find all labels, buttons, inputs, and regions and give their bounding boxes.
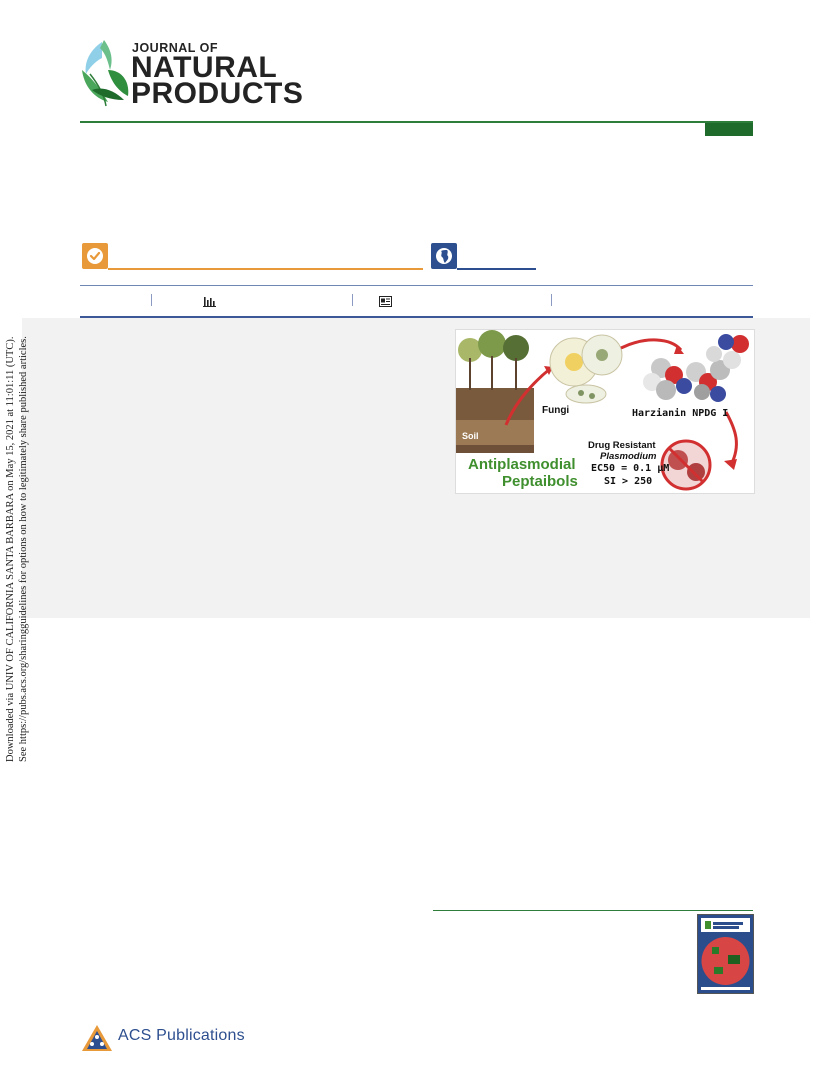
metrics-bar-bottom-rule — [80, 316, 753, 318]
bar-chart-icon[interactable] — [203, 296, 216, 307]
metrics-bar-top-rule — [80, 285, 753, 286]
header-rule — [80, 121, 753, 123]
open-access-badge[interactable] — [431, 243, 457, 269]
toc-compound-label: Harzianin NPDG I — [632, 408, 729, 419]
globe-icon — [436, 248, 452, 264]
footnote-rule — [433, 910, 753, 911]
download-notice-line2: See https://pubs.acs.org/sharingguidelin… — [18, 336, 29, 762]
journal-name-line2: NATURAL — [131, 51, 278, 84]
article-type-tag — [705, 123, 753, 136]
cover-image — [698, 915, 753, 993]
journal-logo-icon — [82, 40, 129, 107]
toc-si-label: SI > 250 — [604, 476, 653, 487]
toc-illustration — [456, 330, 754, 493]
metrics-divider — [352, 294, 353, 306]
badge-underline-orange — [108, 268, 423, 270]
journal-name-line1: JOURNAL OF — [132, 41, 219, 55]
toc-graphic: Soil Fungi Harzianin NPDG I Drug Resista… — [455, 329, 755, 494]
metrics-divider — [551, 294, 552, 306]
acs-publications-wordmark[interactable]: ACS Publications — [118, 1027, 245, 1044]
badge-underline-blue — [457, 268, 536, 270]
download-notice: Downloaded via UNIV OF CALIFORNIA SANTA … — [4, 322, 30, 762]
journal-cover-thumbnail[interactable] — [697, 914, 754, 994]
download-notice-line1: Downloaded via UNIV OF CALIFORNIA SANTA … — [5, 336, 16, 762]
toc-fungi-label: Fungi — [542, 405, 570, 416]
toc-title-line2: Peptaibols — [502, 473, 578, 490]
metrics-divider — [151, 294, 152, 306]
check-icon — [87, 248, 103, 264]
toc-title-line1: Antiplasmodial — [468, 456, 576, 473]
toc-drug-label-1: Drug Resistant — [588, 440, 656, 451]
toc-soil-label: Soil — [462, 431, 479, 441]
toc-ec50-label: EC50 = 0.1 µM — [591, 463, 670, 474]
acs-logo-icon — [82, 1025, 112, 1051]
toc-drug-label-2: Plasmodium — [600, 451, 657, 462]
journal-name-line3: PRODUCTS — [131, 77, 304, 110]
editors-choice-badge[interactable] — [82, 243, 108, 269]
article-icon[interactable] — [379, 296, 392, 307]
